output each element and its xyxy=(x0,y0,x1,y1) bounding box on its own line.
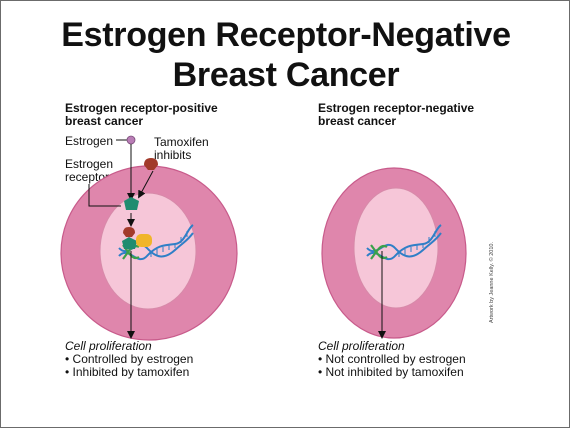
tamoxifen-label-line2: inhibits xyxy=(154,148,192,162)
right-panel-title-line2: breast cancer xyxy=(318,114,397,128)
receptor-icon xyxy=(124,197,139,210)
estrogen-receptor-label: Estrogen receptor xyxy=(65,158,113,184)
left-panel-title-line2: breast cancer xyxy=(65,114,144,128)
receptor-leader-line xyxy=(88,184,121,207)
left-panel-title: Estrogen receptor-positive breast cancer xyxy=(65,102,218,128)
left-caption: Cell proliferation • Controlled by estro… xyxy=(65,340,193,379)
estrogen-molecule-icon xyxy=(126,135,136,145)
left-caption-line2: • Inhibited by tamoxifen xyxy=(65,365,190,379)
right-panel-title: Estrogen receptor-negative breast cancer xyxy=(318,102,474,128)
tamoxifen-molecule-icon xyxy=(144,158,158,170)
tamoxifen-label-line1: Tamoxifen xyxy=(154,135,209,149)
right-caption-line1: • Not controlled by estrogen xyxy=(318,352,466,366)
right-panel-title-line1: Estrogen receptor-negative xyxy=(318,101,475,115)
slide-title-line1: Estrogen Receptor-Negative xyxy=(61,16,511,54)
estrogen-receptor-label-line2: receptor xyxy=(65,170,110,184)
right-dna-helix xyxy=(366,224,442,261)
left-panel-title-line1: Estrogen receptor-positive xyxy=(65,101,218,115)
left-cell-nucleus xyxy=(99,192,197,310)
estrogen-label: Estrogen xyxy=(65,134,114,148)
bound-receptor-icon xyxy=(122,237,137,249)
right-caption-heading: Cell proliferation xyxy=(318,339,405,353)
coactivator-icon xyxy=(136,234,152,247)
right-caption: Cell proliferation • Not controlled by e… xyxy=(318,340,466,379)
tamoxifen-arrow xyxy=(138,170,154,199)
right-caption-line2: • Not inhibited by tamoxifen xyxy=(318,365,464,379)
slide-title-line2: Breast Cancer xyxy=(172,56,400,94)
tamoxifen-label: Tamoxifen inhibits xyxy=(154,136,209,162)
left-caption-heading: Cell proliferation xyxy=(65,339,152,353)
slide-title: Estrogen Receptor-Negative Breast Cancer xyxy=(1,15,571,95)
bound-tamoxifen-icon xyxy=(123,227,135,237)
estrogen-receptor-label-line1: Estrogen xyxy=(65,157,114,171)
left-caption-line1: • Controlled by estrogen xyxy=(65,352,194,366)
